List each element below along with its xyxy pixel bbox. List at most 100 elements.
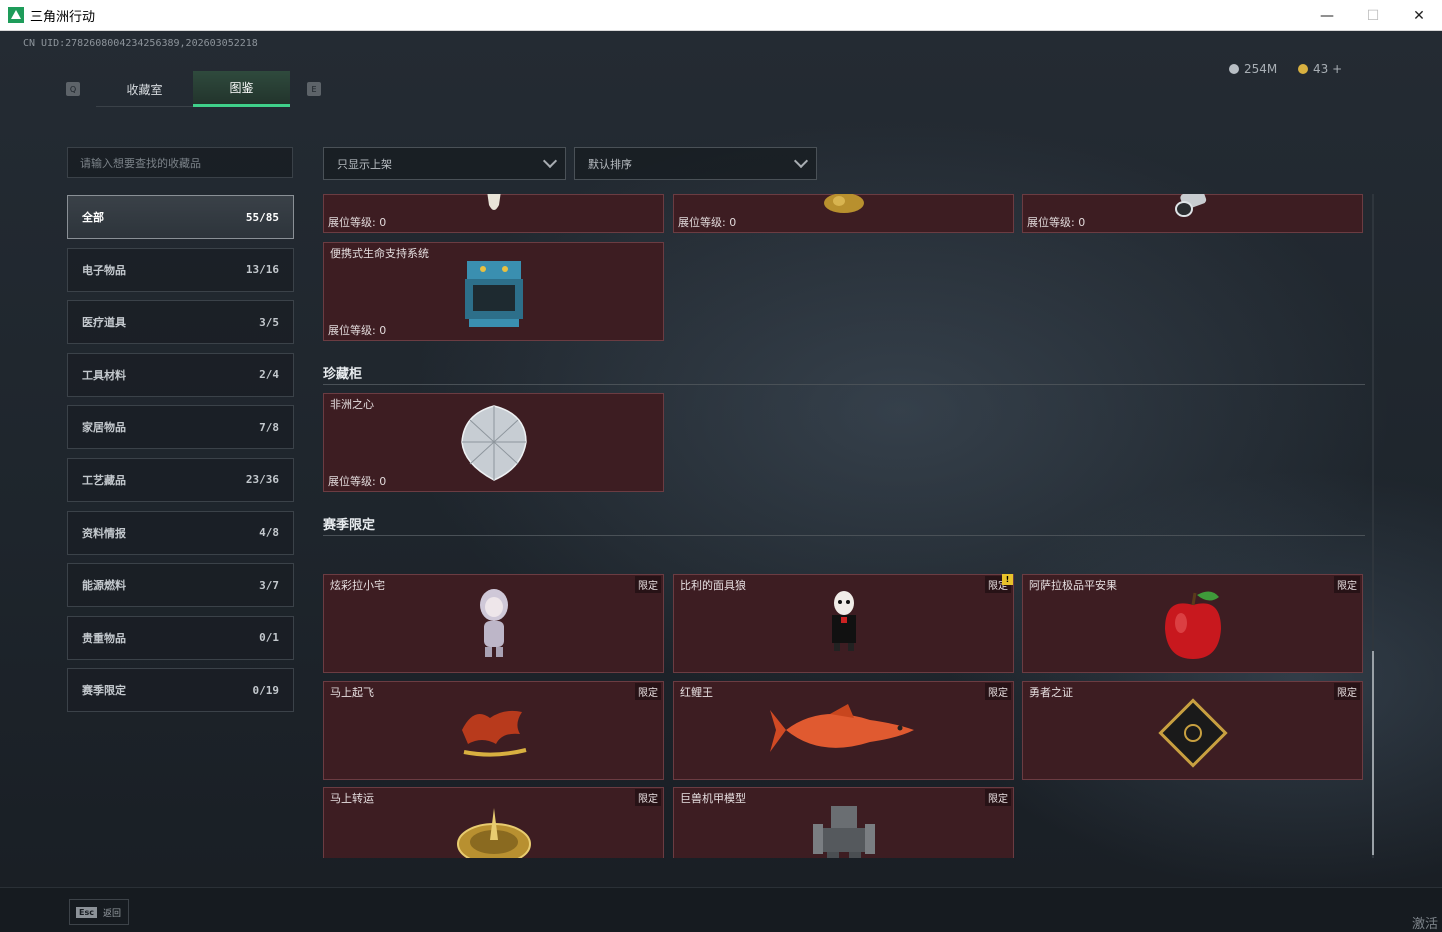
corner-text: 激活 <box>1411 917 1438 932</box>
silver-cylinder-icon <box>1174 194 1206 217</box>
search-input[interactable]: 请输入想要查找的收藏品 <box>67 147 293 178</box>
category-tools[interactable]: 工具材料 2/4 <box>67 352 294 397</box>
filter-dropdown[interactable]: 只显示上架 <box>323 147 566 180</box>
collection-grid: 展位等级: 0 展位等级: 0 展位等级: 0 便携式生命支持系统 <box>323 194 1365 858</box>
category-count: 4/8 <box>259 526 279 540</box>
category-label: 医疗道具 <box>82 316 126 330</box>
category-label: 工具材料 <box>82 368 126 382</box>
limited-badge: 限定 <box>985 683 1011 700</box>
tab-collection-room[interactable]: 收藏室 <box>126 82 163 97</box>
vase-icon <box>486 194 501 210</box>
category-label: 能源燃料 <box>82 579 126 593</box>
item-card[interactable]: 巨兽机甲模型 限定 <box>673 787 1014 858</box>
display-level: 展位等级: 0 <box>678 216 737 229</box>
key-hint-e: E <box>307 82 321 96</box>
limited-badge: 限定 <box>635 683 661 700</box>
bottom-bar: Esc 返回 激活 <box>0 887 1442 932</box>
item-name: 非洲之心 <box>330 398 374 411</box>
item-card[interactable]: 马上转运 限定 <box>323 787 664 858</box>
limited-badge: 限定 <box>1334 683 1360 700</box>
item-name: 炫彩拉小宅 <box>330 579 385 592</box>
sort-dropdown[interactable]: 默认排序 <box>574 147 817 180</box>
gold-amount: 43 + <box>1313 62 1343 76</box>
item-name: 红鲤王 <box>680 686 713 699</box>
item-card[interactable]: 展位等级: 0 <box>1022 194 1363 233</box>
category-label: 工艺藏品 <box>82 473 126 487</box>
grid-scrollbar-thumb[interactable] <box>1372 651 1374 855</box>
category-crafts[interactable]: 工艺藏品 23/36 <box>67 457 294 502</box>
category-intel[interactable]: 资料情报 4/8 <box>67 510 294 555</box>
app-logo-icon <box>8 7 24 23</box>
item-name: 巨兽机甲模型 <box>680 792 746 805</box>
window-titlebar: 三角洲行动 — ☐ ✕ <box>0 0 1442 31</box>
category-label: 电子物品 <box>82 263 126 277</box>
section-title-treasure: 珍藏柜 <box>323 367 363 382</box>
currency-gold[interactable]: 43 + <box>1298 62 1342 76</box>
display-level: 展位等级: 0 <box>328 324 387 337</box>
item-name: 马上转运 <box>330 792 374 805</box>
grid-scrollbar[interactable] <box>1372 194 1374 858</box>
tab-bar: 收藏室 图鉴 <box>96 71 290 107</box>
item-name: 比利的面具狼 <box>680 579 746 592</box>
item-card[interactable]: 便携式生命支持系统 展位等级: 0 <box>323 242 664 341</box>
silver-amount: 254M <box>1244 62 1278 76</box>
chevron-down-icon <box>542 153 558 169</box>
warning-icon: ! <box>1002 574 1013 585</box>
mech-icon <box>812 806 875 858</box>
limited-badge: 限定 <box>635 789 661 806</box>
life-support-icon <box>464 261 523 327</box>
item-card[interactable]: 比利的面具狼 限定 ! <box>673 574 1014 673</box>
section-divider <box>323 535 1365 536</box>
currency-silver: 254M <box>1229 62 1277 76</box>
display-level: 展位等级: 0 <box>328 216 387 229</box>
category-count: 55/85 <box>245 210 279 224</box>
item-card[interactable]: 勇者之证 限定 <box>1022 681 1363 780</box>
category-label: 全部 <box>82 211 104 224</box>
item-card[interactable]: 阿萨拉极品平安果 限定 <box>1022 574 1363 673</box>
filter-value: 只显示上架 <box>337 157 392 171</box>
display-level: 展位等级: 0 <box>328 475 387 488</box>
category-valuables[interactable]: 贵重物品 0/1 <box>67 615 294 660</box>
item-card[interactable]: 红鲤王 限定 <box>673 681 1014 780</box>
item-name: 马上起飞 <box>330 686 374 699</box>
game-viewport: CN UID:2782608004234256389,202603052218 … <box>0 31 1442 932</box>
section-divider <box>323 384 1365 385</box>
category-count: 0/19 <box>252 683 280 697</box>
category-count: 3/7 <box>259 578 279 592</box>
back-button[interactable]: Esc 返回 <box>69 899 129 925</box>
apple-icon <box>1164 591 1221 659</box>
item-card[interactable]: 展位等级: 0 <box>673 194 1014 233</box>
category-count: 0/1 <box>259 631 279 645</box>
category-electronics[interactable]: 电子物品 13/16 <box>67 247 294 292</box>
maximize-button[interactable]: ☐ <box>1366 7 1380 24</box>
display-level: 展位等级: 0 <box>1027 216 1086 229</box>
item-name: 便携式生命支持系统 <box>330 247 429 260</box>
close-button[interactable]: ✕ <box>1413 7 1425 24</box>
category-label: 资料情报 <box>82 526 126 540</box>
category-count: 13/16 <box>245 263 279 277</box>
carp-icon <box>769 704 914 752</box>
limited-badge: 限定 <box>635 576 661 593</box>
category-all[interactable]: 全部 55/85 <box>67 195 294 239</box>
item-card[interactable]: 炫彩拉小宅 限定 <box>323 574 664 673</box>
chevron-down-icon <box>793 153 809 169</box>
item-name: 阿萨拉极品平安果 <box>1029 579 1117 592</box>
category-count: 23/36 <box>245 473 279 487</box>
item-card[interactable]: 展位等级: 0 <box>323 194 664 233</box>
section-title-season: 赛季限定 <box>323 518 376 533</box>
minimize-button[interactable]: — <box>1320 7 1334 24</box>
doll-icon <box>479 589 508 657</box>
category-count: 2/4 <box>259 368 279 382</box>
item-card[interactable]: 非洲之心 展位等级: 0 <box>323 393 664 492</box>
diamond-icon <box>460 405 527 481</box>
item-card[interactable]: 马上起飞 限定 <box>323 681 664 780</box>
back-label: 返回 <box>102 908 121 919</box>
compass-icon <box>456 808 531 858</box>
category-energy[interactable]: 能源燃料 3/7 <box>67 563 294 608</box>
category-label: 贵重物品 <box>82 631 126 645</box>
tab-codex[interactable]: 图鉴 <box>193 71 290 107</box>
